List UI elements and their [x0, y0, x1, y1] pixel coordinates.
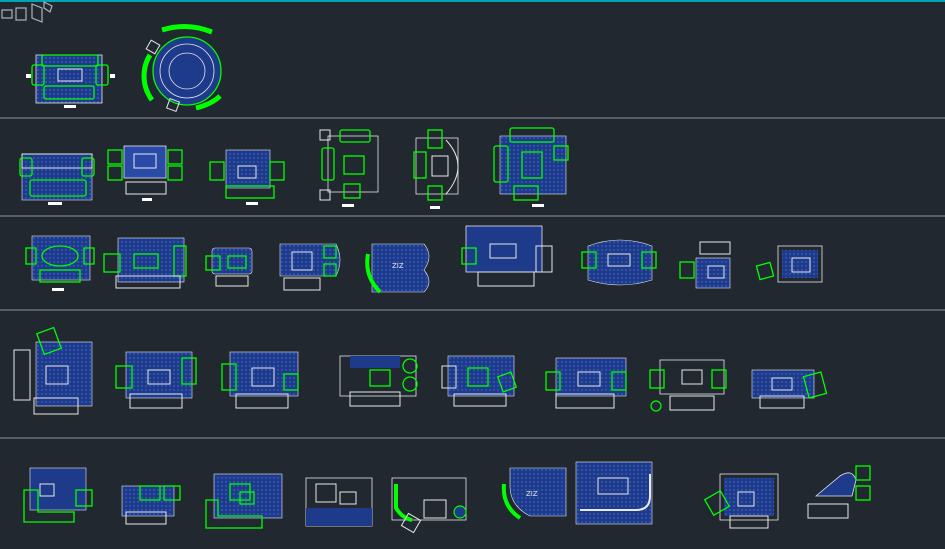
block-living-5a[interactable] [23, 467, 93, 523]
block-living-set-1[interactable] [26, 54, 115, 108]
block-living-5e[interactable] [391, 477, 467, 534]
block-living-4g[interactable] [649, 359, 727, 412]
block-living-4e[interactable] [441, 355, 518, 407]
block-living-3f[interactable] [461, 225, 553, 287]
viewport-border [0, 0, 945, 2]
block-living-5d[interactable] [305, 477, 373, 527]
block-living-3d[interactable] [279, 243, 341, 291]
block-living-3b[interactable] [103, 237, 187, 289]
block-dining-oval[interactable] [25, 235, 95, 291]
block-living-4f[interactable] [545, 357, 627, 409]
block-living-5h[interactable] [703, 473, 779, 529]
block-sofa-set-2d[interactable] [319, 129, 379, 207]
block-sofa-set-2b[interactable] [107, 145, 183, 201]
svg-text:ZIZ: ZIZ [392, 262, 404, 270]
block-sofa-set-2a[interactable] [19, 153, 95, 205]
block-living-4a[interactable] [13, 326, 93, 415]
block-living-3g[interactable] [581, 239, 657, 286]
block-sofa-set-2e[interactable] [413, 129, 459, 209]
svg-text:ZIZ: ZIZ [526, 490, 538, 498]
block-living-3c[interactable] [205, 247, 253, 287]
row-separators [0, 117, 945, 439]
block-sofa-set-2c[interactable] [209, 149, 285, 205]
block-round-table-set[interactable] [141, 24, 222, 113]
block-sofa-set-2f[interactable] [493, 127, 569, 207]
block-living-3h[interactable] [679, 241, 731, 289]
block-living-4d[interactable] [339, 355, 418, 407]
block-living-3i[interactable] [755, 245, 823, 283]
block-living-4h[interactable] [751, 369, 828, 409]
block-living-5b[interactable] [121, 485, 181, 525]
block-living-4b[interactable] [115, 351, 197, 409]
block-living-3e[interactable]: ZIZ [365, 243, 430, 294]
block-living-5g[interactable] [575, 461, 653, 525]
block-living-5i[interactable] [807, 465, 871, 519]
block-living-5c[interactable] [205, 473, 283, 529]
block-living-5f[interactable]: ZIZ [501, 467, 567, 520]
viewcube-icon[interactable] [0, 0, 56, 28]
block-living-4c[interactable] [221, 351, 299, 409]
